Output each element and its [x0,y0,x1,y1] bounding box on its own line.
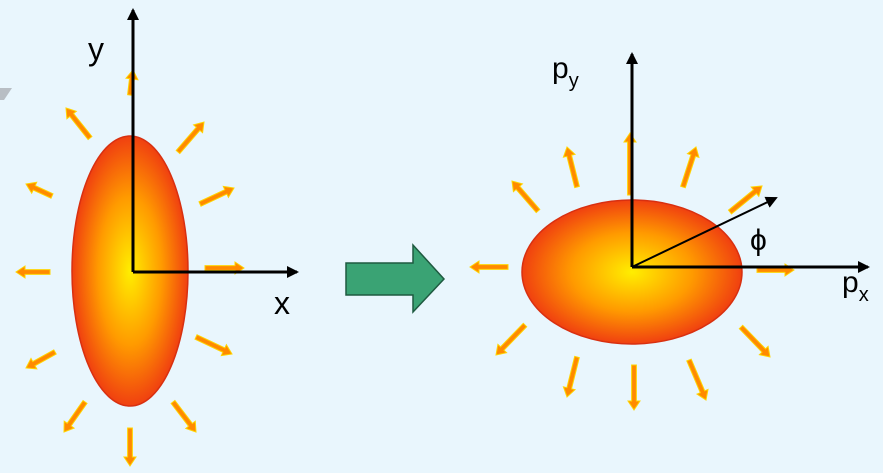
emission-arrow-icon [25,349,57,370]
right-px-axis-label: px [842,266,869,306]
emission-arrow-icon [562,146,580,189]
emission-arrow-icon [63,399,88,433]
left-panel: y x [15,8,299,467]
left-emission-arrows [15,69,245,467]
emission-arrow-icon [15,265,51,279]
emission-arrow-icon [623,132,637,196]
emission-arrow-icon [65,107,93,141]
emission-arrow-icon [170,399,197,433]
emission-arrow-icon [562,355,580,398]
right-panel: py px ϕ [469,52,870,411]
emission-arrow-icon [727,185,763,215]
emission-arrow-icon [686,358,709,401]
partial-gray-arrow-icon [0,88,12,100]
emission-arrow-icon [469,260,509,274]
transition-right-arrow-icon [345,243,446,314]
emission-arrow-icon [123,427,137,467]
left-y-axis-label: y [88,31,104,67]
right-emission-arrows [469,132,795,411]
emission-arrow-icon [25,181,54,199]
emission-arrow-icon [198,185,235,207]
angle-vector [631,196,778,268]
emission-arrow-icon [680,146,700,189]
emission-arrow-icon [194,334,233,357]
emission-arrow-icon [511,180,541,214]
right-py-axis-label: py [552,52,579,92]
emission-arrow-icon [627,364,641,411]
emission-arrow-icon [175,121,205,155]
emission-arrow-icon [738,324,771,358]
emission-arrow-icon [495,322,528,356]
angle-phi-label: ϕ [750,224,767,257]
left-x-axis-label: x [274,285,290,321]
